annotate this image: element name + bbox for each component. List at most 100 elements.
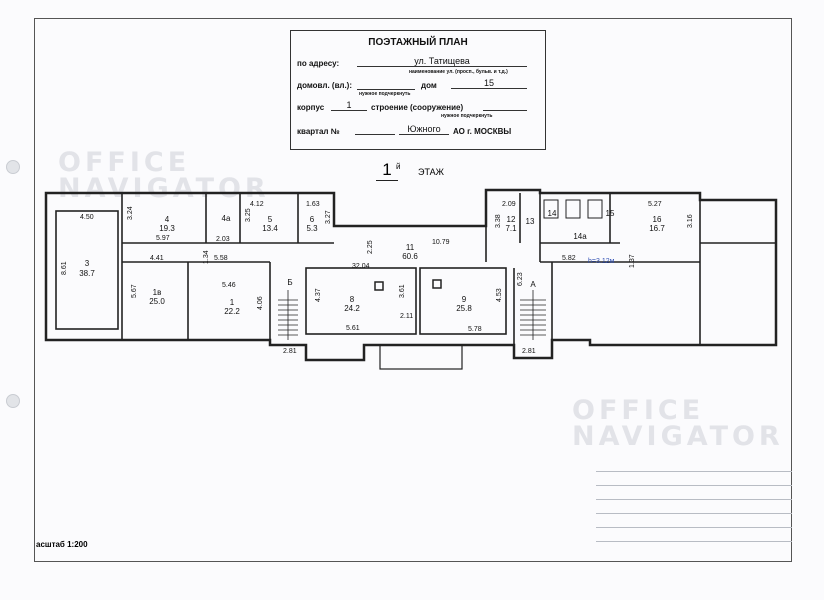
dimension: 2.25 bbox=[367, 240, 374, 254]
room-1-area: 22.2 bbox=[224, 307, 240, 316]
room-4-area: 19.3 bbox=[159, 224, 175, 233]
dimension: 6.23 bbox=[517, 272, 524, 286]
toilet-fixture bbox=[565, 199, 581, 219]
domovl-label: домовл. (вл.): bbox=[297, 81, 353, 90]
dimension: 4.06 bbox=[257, 296, 264, 310]
toilet-fixture bbox=[587, 199, 603, 219]
dimension: 1.37 bbox=[629, 254, 636, 268]
dimension: 4.53 bbox=[496, 288, 503, 302]
signature-table bbox=[596, 458, 792, 552]
korpus-value: 1 bbox=[331, 100, 367, 111]
dimension: 3.61 bbox=[399, 284, 406, 298]
dimension: 1.34 bbox=[203, 250, 210, 264]
kvartal-value bbox=[355, 124, 395, 135]
korpus-label: корпус bbox=[297, 103, 325, 112]
dimension: 2.81 bbox=[522, 348, 536, 355]
needed-note: нужное подчеркнуть bbox=[359, 91, 411, 97]
stroenie-value bbox=[483, 100, 527, 111]
binder-hole bbox=[6, 160, 20, 174]
room-3-area: 38.7 bbox=[79, 269, 95, 278]
dimension: 8.61 bbox=[61, 261, 68, 275]
room-3-id: 3 bbox=[85, 259, 90, 268]
room-16-id: 16 bbox=[653, 215, 662, 224]
dimension: 2.03 bbox=[216, 236, 230, 243]
floor-suffix: й bbox=[396, 162, 401, 171]
room-14a-id: 14а bbox=[573, 232, 587, 241]
room-11-area: 60.6 bbox=[402, 252, 418, 261]
dom-value: 15 bbox=[451, 78, 527, 89]
dimension: 32.04 bbox=[352, 263, 370, 270]
stroenie-label: строение (сооружение) bbox=[371, 103, 464, 112]
room-6-area: 5.3 bbox=[306, 224, 318, 233]
dimension: 3.25 bbox=[245, 208, 252, 222]
room-9-wall bbox=[419, 267, 507, 335]
room-14-id: 14 bbox=[548, 209, 557, 218]
room-6-id: 6 bbox=[310, 215, 315, 224]
room-5-area: 13.4 bbox=[262, 224, 278, 233]
room-5-id: 5 bbox=[268, 215, 273, 224]
dimension: 5.27 bbox=[648, 201, 662, 208]
needed-note: нужное подчеркнуть bbox=[441, 113, 493, 119]
dimension: 2.09 bbox=[502, 201, 516, 208]
room-1v-area: 25.0 bbox=[149, 297, 165, 306]
dimension: 3.38 bbox=[495, 214, 502, 228]
ceiling-height: h=3.12м bbox=[588, 258, 615, 265]
dimension: 2.81 bbox=[283, 348, 297, 355]
dimension: 3.16 bbox=[687, 214, 694, 228]
scale-label: асштаб 1:200 bbox=[36, 540, 88, 549]
room-3-inner bbox=[55, 210, 119, 330]
room-16-area: 16.7 bbox=[649, 224, 665, 233]
room-8-area: 24.2 bbox=[344, 304, 360, 313]
dimension: 4.41 bbox=[150, 255, 164, 262]
drawing-frame bbox=[34, 18, 792, 562]
plan-title: ПОЭТАЖНЫЙ ПЛАН bbox=[368, 37, 468, 48]
dimension: 10.79 bbox=[432, 239, 450, 246]
binder-hole bbox=[6, 394, 20, 408]
stair-b-label: Б bbox=[287, 278, 292, 287]
room-9-area: 25.8 bbox=[456, 304, 472, 313]
dimension: 4.37 bbox=[315, 288, 322, 302]
toilet-fixture bbox=[543, 199, 559, 219]
stair-a-label: А bbox=[530, 280, 536, 289]
title-block: ПОЭТАЖНЫЙ ПЛАН по адресу: ул. Татищева н… bbox=[290, 30, 546, 150]
room-12-area: 7.1 bbox=[505, 224, 517, 233]
stair-b bbox=[278, 290, 298, 340]
address-value: ул. Татищева bbox=[357, 56, 527, 67]
domovl-value bbox=[357, 79, 415, 90]
outer-wall bbox=[44, 188, 778, 362]
kvartal-label: квартал № bbox=[297, 127, 340, 136]
column bbox=[432, 279, 442, 289]
address-label: по адресу: bbox=[297, 59, 340, 68]
dom-label: дом bbox=[421, 81, 437, 90]
entrance-porch bbox=[379, 344, 463, 370]
dimension: 5.58 bbox=[214, 255, 228, 262]
column bbox=[374, 281, 384, 291]
room-4a-id: 4а bbox=[222, 214, 231, 223]
stair-a bbox=[520, 290, 546, 340]
dimension: 3.24 bbox=[127, 206, 134, 220]
dimension: 5.78 bbox=[468, 326, 482, 333]
room-12-id: 12 bbox=[507, 215, 516, 224]
dimension: 5.67 bbox=[131, 284, 138, 298]
dimension: 5.61 bbox=[346, 325, 360, 332]
room-8-wall bbox=[305, 267, 417, 335]
room-1-id: 1 bbox=[230, 298, 235, 307]
dimension: 4.12 bbox=[250, 201, 264, 208]
dimension: 5.82 bbox=[562, 255, 576, 262]
room-8-id: 8 bbox=[350, 295, 355, 304]
floor-word: ЭТАЖ bbox=[418, 167, 444, 177]
ao-label: АО г. МОСКВЫ bbox=[453, 127, 512, 136]
room-9-id: 9 bbox=[462, 295, 467, 304]
dimension: 3.27 bbox=[325, 210, 332, 224]
district-value: Южного bbox=[399, 124, 449, 135]
address-note: наименование ул. (просп., бульв. и т.д.) bbox=[409, 69, 508, 75]
dimension: 2.11 bbox=[400, 313, 413, 320]
room-13-id: 13 bbox=[526, 217, 535, 226]
floor-number: 1 bbox=[376, 160, 398, 181]
room-4-id: 4 bbox=[165, 215, 170, 224]
dimension: 5.97 bbox=[156, 235, 170, 242]
